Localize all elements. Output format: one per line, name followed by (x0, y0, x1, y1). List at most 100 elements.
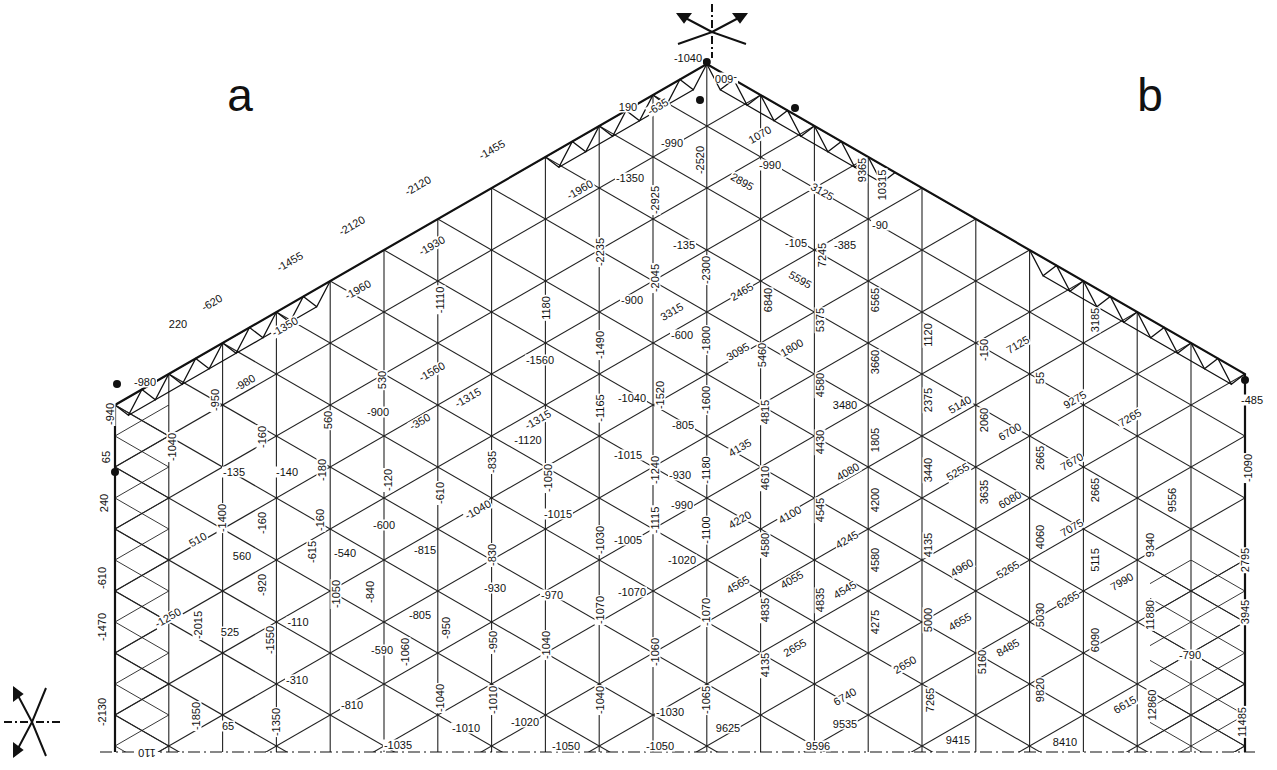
member-force: 4245 (833, 529, 861, 552)
member-force: -1015 (613, 450, 643, 461)
member-force: -920 (257, 573, 268, 597)
bracing-member (1150, 560, 1245, 684)
bracing-member (115, 684, 169, 752)
member-force: -1040 (673, 53, 703, 64)
truss-diagonal (545, 64, 706, 167)
member-force: -970 (540, 590, 564, 601)
lattice-member (330, 279, 331, 752)
lattice-member (545, 155, 546, 752)
member-force: -160 (257, 425, 268, 449)
bracing-member (115, 405, 169, 436)
member-force: 5140 (946, 394, 974, 417)
member-force: 5160 (977, 649, 988, 675)
lattice-member (222, 341, 223, 752)
member-force: 4220 (726, 509, 754, 532)
bracing-member (1150, 653, 1245, 752)
truss-chord (1043, 276, 1231, 385)
lattice-member (115, 498, 1245, 770)
lattice-member (115, 250, 1245, 770)
member-force: -1120 (513, 435, 542, 446)
lattice-member (115, 0, 1245, 2)
member-force: -1115 (650, 506, 661, 535)
member-force: 560 (232, 551, 252, 562)
lattice-member (115, 0, 1245, 622)
member-force: -1040 (617, 393, 647, 404)
member-force: 9275 (1061, 389, 1089, 412)
member-force: 1805 (870, 427, 881, 453)
member-force: 7075 (1058, 517, 1086, 540)
member-force: -1800 (701, 325, 712, 355)
joint-dot (696, 96, 704, 104)
member-force: 9556 (1167, 487, 1178, 513)
lattice-member (276, 310, 277, 752)
member-force: 4835 (815, 587, 826, 613)
lattice-member (115, 95, 1245, 746)
member-force: -805 (671, 420, 695, 431)
member-force: -2300 (701, 255, 712, 285)
member-force: -620 (199, 292, 225, 314)
member-force: -1010 (488, 685, 499, 715)
member-force: 3660 (870, 349, 881, 375)
lattice-member (115, 0, 1245, 250)
member-force: -1040 (435, 683, 446, 713)
joint-dot (113, 380, 121, 388)
bracing-member (115, 405, 169, 752)
member-force: 530 (377, 370, 388, 390)
lattice-member (599, 124, 600, 752)
member-force: 2665 (1035, 445, 1046, 471)
member-force: -1030 (595, 525, 606, 555)
member-force: -110 (286, 617, 309, 628)
bracing-member (1150, 560, 1245, 622)
lattice-member (115, 746, 1245, 770)
member-force: -2120 (402, 174, 434, 199)
lattice-member (115, 0, 1245, 498)
lattice-member (115, 715, 1245, 770)
member-force: -350 (407, 411, 433, 433)
bracing-member (115, 405, 169, 406)
bracing-member (115, 467, 169, 752)
member-force: -150 (979, 338, 990, 362)
member-force: 3480 (832, 400, 858, 411)
member-force: -1180 (701, 455, 712, 484)
member-force: 5000 (923, 607, 934, 633)
member-force: 4545 (815, 497, 826, 523)
member-force: -1550 (265, 625, 276, 655)
member-force: -2045 (650, 263, 661, 293)
member-force: -840 (365, 580, 376, 604)
joint-dot (1241, 376, 1249, 384)
view-letter: b (1137, 72, 1163, 118)
lattice-member (115, 0, 1245, 467)
lattice-member (115, 0, 1245, 405)
member-force: 4430 (815, 429, 826, 455)
member-force: 12860 (1147, 689, 1158, 722)
member-force: -930 (483, 583, 507, 594)
lattice-member (115, 64, 1245, 715)
member-force: -1600 (701, 385, 712, 415)
member-force: 55 (1035, 371, 1046, 385)
member-force: 4580 (815, 372, 826, 398)
lattice-member (1029, 248, 1030, 752)
bracing-member (115, 405, 169, 752)
bracing-member (115, 405, 169, 591)
member-force: -1015 (543, 509, 573, 520)
member-force: -135 (222, 467, 246, 478)
member-force: -2130 (97, 697, 108, 727)
symmetry-symbol (4, 688, 60, 756)
member-force: 7670 (1058, 451, 1086, 474)
member-force: 4200 (870, 487, 881, 513)
axis-line (100, 751, 1255, 752)
member-force: 1120 (923, 322, 934, 348)
bracing-member (115, 622, 169, 752)
bracing-member (115, 622, 169, 752)
truss-diagonal (115, 281, 330, 415)
member-force: 4080 (834, 461, 862, 484)
member-force: 7245 (817, 242, 828, 268)
lattice-member (1190, 341, 1191, 752)
member-force: -1165 (595, 393, 606, 422)
lattice-member (115, 312, 1245, 770)
member-force: -90 (871, 220, 889, 231)
member-force: 2650 (891, 654, 919, 677)
member-force: -1400 (217, 503, 228, 533)
member-force: -900 (366, 407, 390, 418)
lattice-member (115, 0, 1245, 591)
